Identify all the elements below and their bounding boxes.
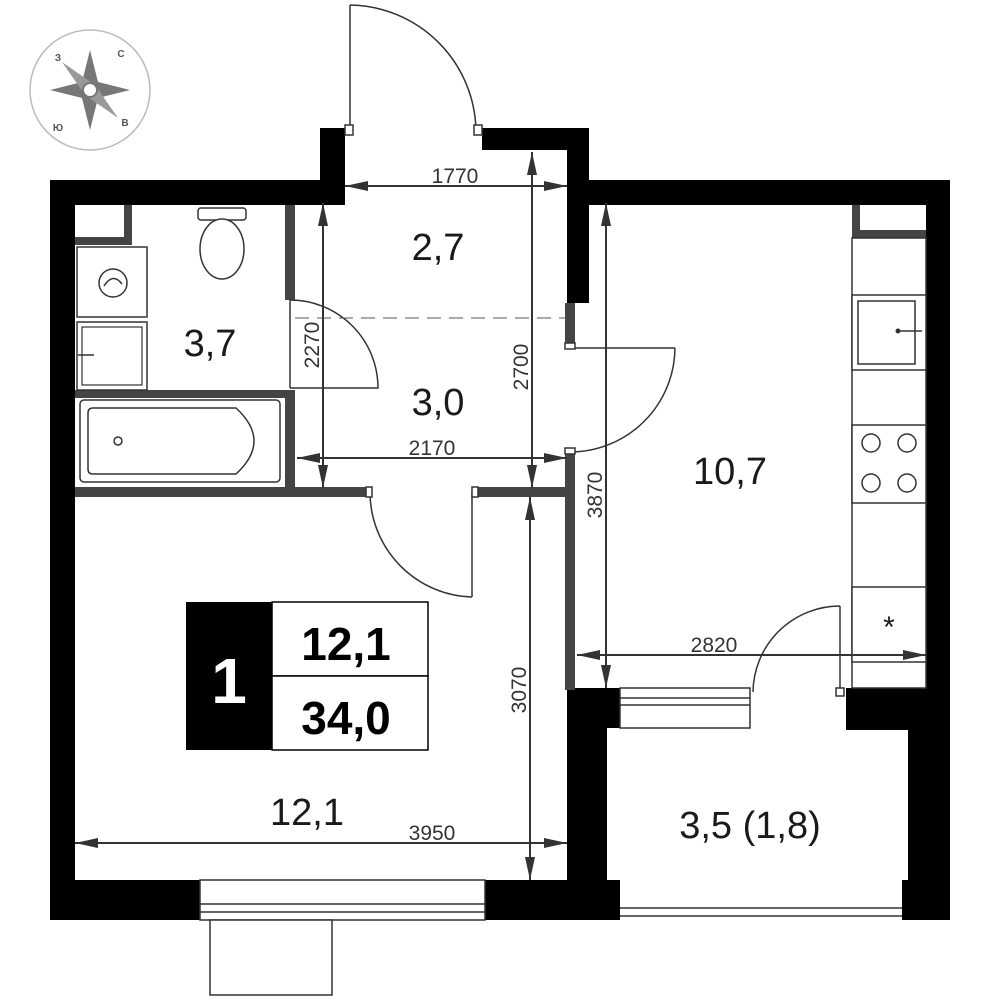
apartment-badge: 1 12,1 34,0 [186,601,429,751]
washing-machine-icon [76,246,148,318]
room-area-kitchen: 10,7 [693,451,767,493]
kitchen-door [564,342,676,455]
bathtub-icon [79,399,281,483]
compass-west: З [55,53,61,64]
compass-north: С [117,49,124,60]
bathroom-door [289,299,379,389]
room-area-living: 12,1 [270,792,344,834]
window-sill [209,919,333,996]
rooms-count-box [186,602,272,750]
dim-bathroom-width: 2170 [409,437,456,460]
living-area-value: 12,1 [301,618,391,670]
kitchen-window [619,687,751,729]
total-area-value: 34,0 [301,692,391,744]
bathroom-sink-icon [76,321,148,391]
fridge-icon: * [851,586,927,663]
dim-hall-height: 2700 [510,344,533,391]
dim-living-height: 3070 [508,667,531,714]
freezer-symbol: * [883,611,895,644]
kitchen-sink-icon [851,294,927,371]
exterior-walls [50,128,950,920]
dim-living-width: 3950 [409,822,456,845]
dim-bathroom-height: 2270 [301,322,324,369]
living-room-door [365,486,479,598]
room-area-bathroom: 3,7 [184,323,237,365]
rooms-count: 1 [211,645,247,717]
compass-ring [29,29,151,151]
room-area-loggia: 3,5 (1,8) [679,805,821,847]
room-area-hall-upper: 2,7 [412,227,465,269]
loggia-glazing [620,907,902,917]
dim-hall-width: 1770 [432,165,479,188]
dimension-labels: 1770 2700 2270 2170 3870 2820 3070 3950 [301,165,737,845]
compass: З С В Ю [29,29,151,151]
room-labels: 2,7 3,7 3,0 10,7 12,1 3,5 (1,8) [184,227,821,847]
living-room-window [199,879,486,996]
windows [199,687,902,996]
toilet-icon [197,207,247,280]
compass-east: В [121,118,128,129]
compass-south: Ю [53,123,63,134]
dimension-lines [75,152,926,880]
room-area-hall-lower: 3,0 [412,382,465,424]
loggia-door [752,605,845,697]
partitions [75,205,926,690]
dim-kitchen-width: 2820 [691,634,738,657]
dim-kitchen-height: 3870 [584,472,607,519]
stove-icon [851,424,927,504]
fixtures: * [76,207,927,689]
doors [289,4,845,697]
entrance-door [344,4,483,136]
